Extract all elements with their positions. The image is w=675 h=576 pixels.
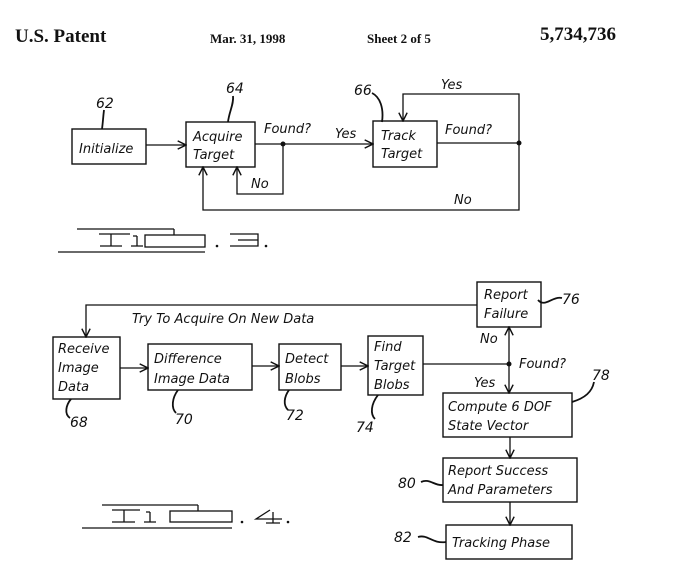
fig3-label-found-2: Found? — [445, 123, 492, 138]
leader-line — [420, 480, 444, 486]
box-label: Target — [381, 147, 423, 162]
fig4-box-find-target-blobs: Find Target Blobs 74 — [356, 335, 424, 436]
fig3-label-found: Found? — [264, 122, 311, 137]
ref-numeral: 80 — [398, 476, 416, 492]
fig3-box-track-target: Track Target 66 — [354, 83, 438, 168]
fig3-box-initialize: Initialize 62 — [71, 96, 147, 165]
leader-line — [101, 109, 105, 130]
leader-line — [417, 535, 447, 544]
fig4-box-compute-6dof: Compute 6 DOF State Vector 78 — [442, 368, 610, 438]
ref-numeral: 70 — [175, 412, 193, 428]
box-label: Target — [193, 148, 235, 163]
fig4-box-detect-blobs: Detect Blobs 72 — [278, 343, 342, 424]
box-label: Image Data — [154, 372, 230, 387]
fig3-label-yes: Yes — [335, 127, 357, 142]
patent-date: Mar. 31, 1998 — [210, 31, 286, 46]
box-label: Report — [484, 288, 529, 303]
fig3-label-yes-loop: Yes — [441, 78, 463, 93]
box-label: Detect — [285, 352, 329, 367]
yes-loop-arrow — [403, 93, 520, 143]
retry-arrow — [86, 304, 477, 337]
fig4-label-retry: Try To Acquire On New Data — [132, 312, 314, 327]
ref-numeral: 76 — [562, 292, 580, 308]
box-label: And Parameters — [447, 483, 553, 498]
box-label: Tracking Phase — [452, 536, 550, 551]
leader-line — [283, 389, 290, 411]
patent-header-title: U.S. Patent — [15, 26, 107, 47]
box-label: Target — [374, 359, 416, 374]
fig4-box-receive-image-data: Receive Image Data 68 — [52, 336, 121, 431]
box-label: Find — [374, 340, 402, 355]
ref-numeral: 68 — [70, 415, 88, 431]
fig4-label-yes: Yes — [474, 376, 496, 391]
leader-line — [227, 95, 235, 123]
no-return-arrow — [203, 143, 520, 211]
sheet-number: Sheet 2 of 5 — [367, 31, 431, 46]
fig4-caption: 4 — [82, 504, 290, 529]
box-label: Blobs — [374, 378, 410, 393]
ref-numeral: 64 — [226, 81, 244, 97]
fig4-label-found: Found? — [519, 357, 566, 372]
leader-line — [65, 398, 72, 419]
fig3-box-acquire-target: Acquire Target 64 — [185, 81, 256, 168]
no-loop-arrow — [237, 144, 284, 195]
patent-number: 5,734,736 — [540, 24, 616, 45]
fig3-label-no: No — [251, 177, 269, 192]
leader-line — [571, 381, 595, 403]
leader-line — [537, 296, 563, 304]
fig3-label-no-2: No — [454, 193, 472, 208]
fig4-label-no: No — [480, 332, 498, 347]
box-label: Difference — [154, 352, 222, 367]
leader-line — [171, 389, 179, 414]
ref-numeral: 62 — [96, 96, 114, 112]
fig4-box-tracking-phase: Tracking Phase 82 — [394, 524, 573, 560]
box-label: Compute 6 DOF — [448, 400, 552, 415]
leader-line — [371, 92, 384, 123]
box-label: Image — [58, 361, 99, 376]
fig4-box-difference-image-data: Difference Image Data 70 — [147, 343, 253, 428]
fig4-flowchart: Receive Image Data 68 Difference Image D… — [52, 281, 610, 560]
box-label: Acquire — [192, 130, 243, 145]
ref-numeral: 78 — [592, 368, 610, 384]
fig3-flowchart: Initialize 62 Acquire Target 64 Track Ta… — [58, 78, 522, 253]
leader-line — [371, 394, 379, 420]
box-label: Initialize — [79, 142, 133, 157]
box-label: Blobs — [285, 372, 321, 387]
box-label: Report Success — [448, 464, 548, 479]
box-label: Data — [58, 380, 89, 395]
fig3-caption: 3 — [58, 228, 268, 253]
fig4-box-report-success: Report Success And Parameters 80 — [398, 457, 578, 503]
ref-numeral: 82 — [394, 530, 412, 546]
box-label: Receive — [58, 342, 109, 357]
ref-numeral: 72 — [286, 408, 304, 424]
ref-numeral: 66 — [354, 83, 372, 99]
box-label: Failure — [484, 307, 528, 322]
ref-numeral: 74 — [356, 420, 374, 436]
fig4-box-report-failure: Report Failure 76 — [476, 281, 580, 328]
box-label: State Vector — [448, 419, 530, 434]
box-label: Track — [381, 129, 416, 144]
